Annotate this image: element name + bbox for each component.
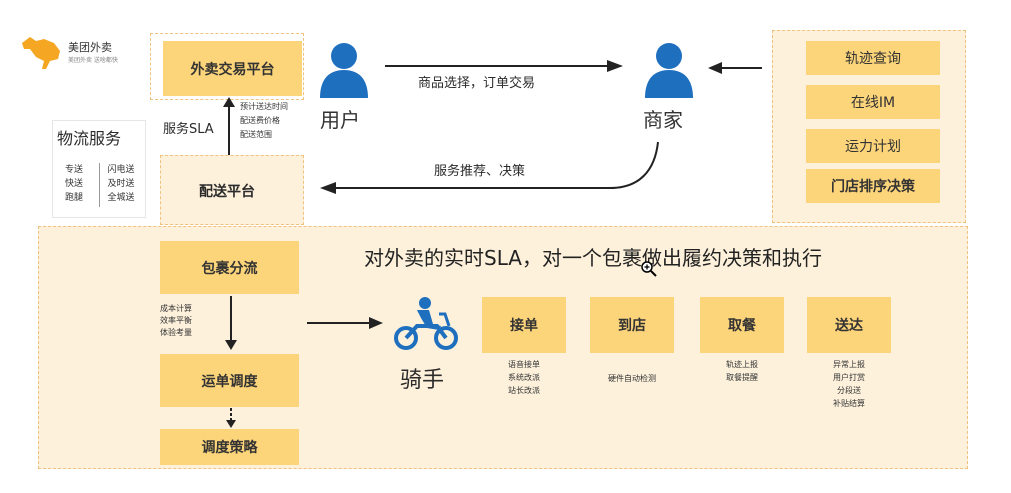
arrow-top-label: 商品选择，订单交易 (418, 76, 536, 91)
step-note: 补贴结算 (833, 399, 865, 408)
user-person-icon (320, 43, 368, 98)
capacity-plan-box: 运力计划 (806, 129, 940, 163)
rider-motorcycle-icon (394, 297, 458, 350)
logistics-box: 物流服务 专送 快送 跑腿 闪电送 及时送 全城送 (52, 120, 146, 218)
step-deliver-box: 送达 (807, 297, 891, 353)
step-note: 语音接单 (508, 360, 540, 369)
step-arrive-box: 到店 (590, 297, 674, 353)
arrow-split-to-dispatch (225, 296, 237, 350)
step-note: 异常上报 (833, 360, 865, 369)
package-split-box: 包裹分流 (160, 241, 299, 294)
left-flow-notes: 成本计算 效率平衡 体验考量 (160, 303, 192, 339)
left-flow-note: 效率平衡 (160, 316, 192, 325)
step-note: 轨迹上报 (726, 360, 758, 369)
logistics-title: 物流服务 (57, 129, 122, 148)
logistics-col2: 闪电送 及时送 全城送 (103, 163, 139, 205)
sla-items: 预计送达时间 配送费价格 配送范围 (240, 100, 288, 142)
logistics-item: 全城送 (107, 193, 135, 203)
arrow-to-rider (307, 317, 383, 329)
step-note: 站长改派 (508, 386, 540, 395)
arrow-dispatch-to-strategy (226, 408, 236, 428)
step-note: 取餐提醒 (726, 373, 758, 382)
sla-item: 配送范围 (240, 130, 272, 139)
arrow-merchant-to-delivery (320, 141, 659, 194)
logistics-item: 专送 (64, 165, 83, 175)
online-im-box: 在线IM (806, 85, 940, 119)
step-accept-box: 接单 (482, 297, 566, 353)
logistics-col1: 专送 快送 跑腿 (61, 163, 87, 205)
trade-platform-box: 外卖交易平台 (163, 41, 302, 96)
zoom-cursor-icon (641, 261, 657, 277)
logistics-item: 闪电送 (107, 165, 135, 175)
step-note: 硬件自动检测 (608, 374, 656, 383)
merchant-label: 商家 (643, 108, 683, 132)
step-note: 分段送 (837, 386, 861, 395)
merchant-person-icon (645, 43, 693, 98)
headline: 对外卖的实时SLA，对一个包裹做出履约决策和执行 (364, 246, 822, 270)
arrow-panel-to-merchant (708, 62, 762, 74)
logistics-item: 及时送 (107, 179, 135, 189)
dispatch-strategy-box: 调度策略 (160, 429, 299, 465)
step-accept-notes: 语音接单 系统改派 站长改派 (482, 358, 566, 397)
logistics-item: 跑腿 (64, 193, 83, 203)
step-pickup-notes: 轨迹上报 取餐提醒 (700, 358, 784, 384)
left-flow-note: 体验考量 (160, 328, 192, 337)
step-note: 用户打赏 (833, 373, 865, 382)
arrow-bottom-label: 服务推荐、决策 (434, 164, 526, 179)
logo-tagline: 美团外卖 送啥都快 (68, 57, 118, 64)
arrow-user-to-merchant (385, 60, 623, 72)
dispatch-box: 运单调度 (160, 354, 299, 407)
rider-label: 骑手 (400, 368, 445, 393)
logo-name: 美团外卖 (68, 41, 112, 54)
store-sort-box: 门店排序决策 (806, 169, 940, 203)
track-query-box: 轨迹查询 (806, 41, 940, 75)
step-deliver-notes: 异常上报 用户打赏 分段送 补贴结算 (807, 358, 891, 410)
step-note: 系统改派 (508, 373, 540, 382)
logistics-item: 快送 (64, 179, 83, 189)
left-flow-note: 成本计算 (160, 304, 192, 313)
sla-label: 服务SLA (163, 122, 214, 137)
logistics-divider (99, 163, 100, 207)
sla-item: 配送费价格 (240, 116, 280, 125)
user-label: 用户 (320, 108, 360, 132)
step-pickup-box: 取餐 (700, 297, 784, 353)
trade-platform-panel (150, 33, 304, 100)
delivery-platform-label: 配送平台 (199, 184, 255, 200)
sla-up-arrow (223, 97, 235, 155)
logo: 美团外卖 美团外卖 送啥都快 (20, 33, 130, 73)
step-arrive-notes: 硬件自动检测 (590, 372, 674, 385)
kangaroo-logo-icon (22, 37, 60, 69)
sla-item: 预计送达时间 (240, 102, 288, 111)
delivery-platform-panel (160, 155, 304, 225)
